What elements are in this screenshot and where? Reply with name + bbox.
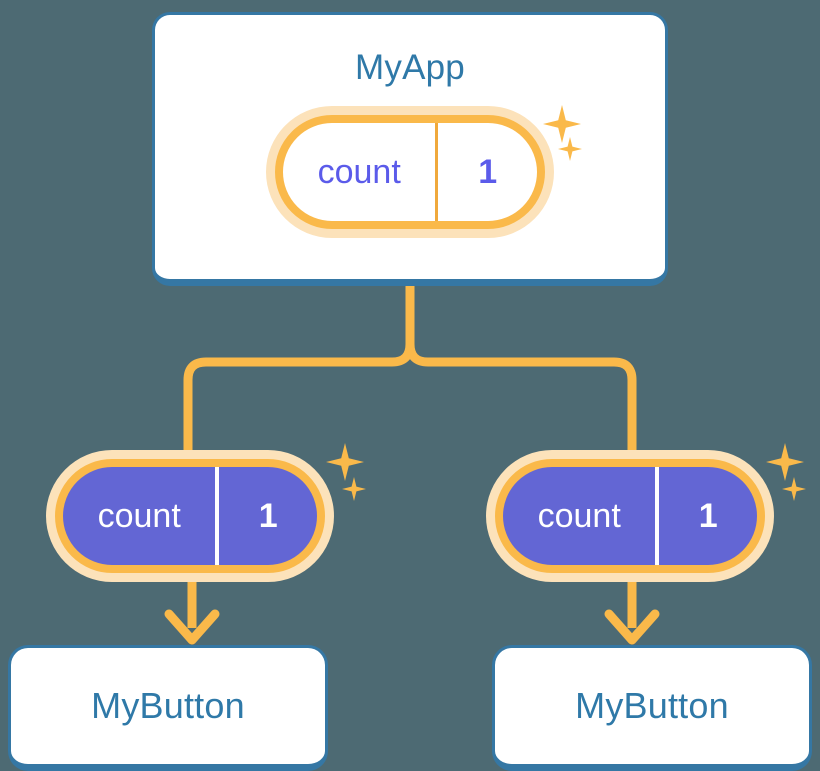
connector-arrow-right-head <box>604 609 660 645</box>
component-card-mybutton-right[interactable]: MyButton <box>492 645 812 771</box>
state-pill-left[interactable]: count 1 <box>46 450 334 582</box>
state-key-label: count <box>97 496 181 535</box>
sparkle-icon <box>782 477 806 501</box>
state-pill-right[interactable]: count 1 <box>486 450 774 582</box>
state-value-label: 1 <box>435 123 537 221</box>
state-pill-myapp[interactable]: count 1 <box>266 106 554 238</box>
component-card-myapp[interactable]: MyApp <box>152 12 668 286</box>
state-key-label: count <box>317 152 401 191</box>
state-pill-body: count 1 <box>55 459 325 573</box>
connector-branch-bus <box>183 281 637 457</box>
sparkle-icon <box>766 443 804 481</box>
state-pill-body: count 1 <box>275 115 545 229</box>
sparkle-icon <box>342 477 366 501</box>
sparkle-icon <box>326 443 364 481</box>
state-value-label: 1 <box>215 467 317 565</box>
component-card-mybutton-left[interactable]: MyButton <box>8 645 328 771</box>
component-title: MyButton <box>91 685 245 726</box>
state-key-label: count <box>537 496 621 535</box>
page-title: MyApp <box>355 48 465 87</box>
connector-arrow-left-head <box>164 609 220 645</box>
state-value-label: 1 <box>655 467 757 565</box>
component-title: MyButton <box>575 685 729 726</box>
state-pill-body: count 1 <box>495 459 765 573</box>
